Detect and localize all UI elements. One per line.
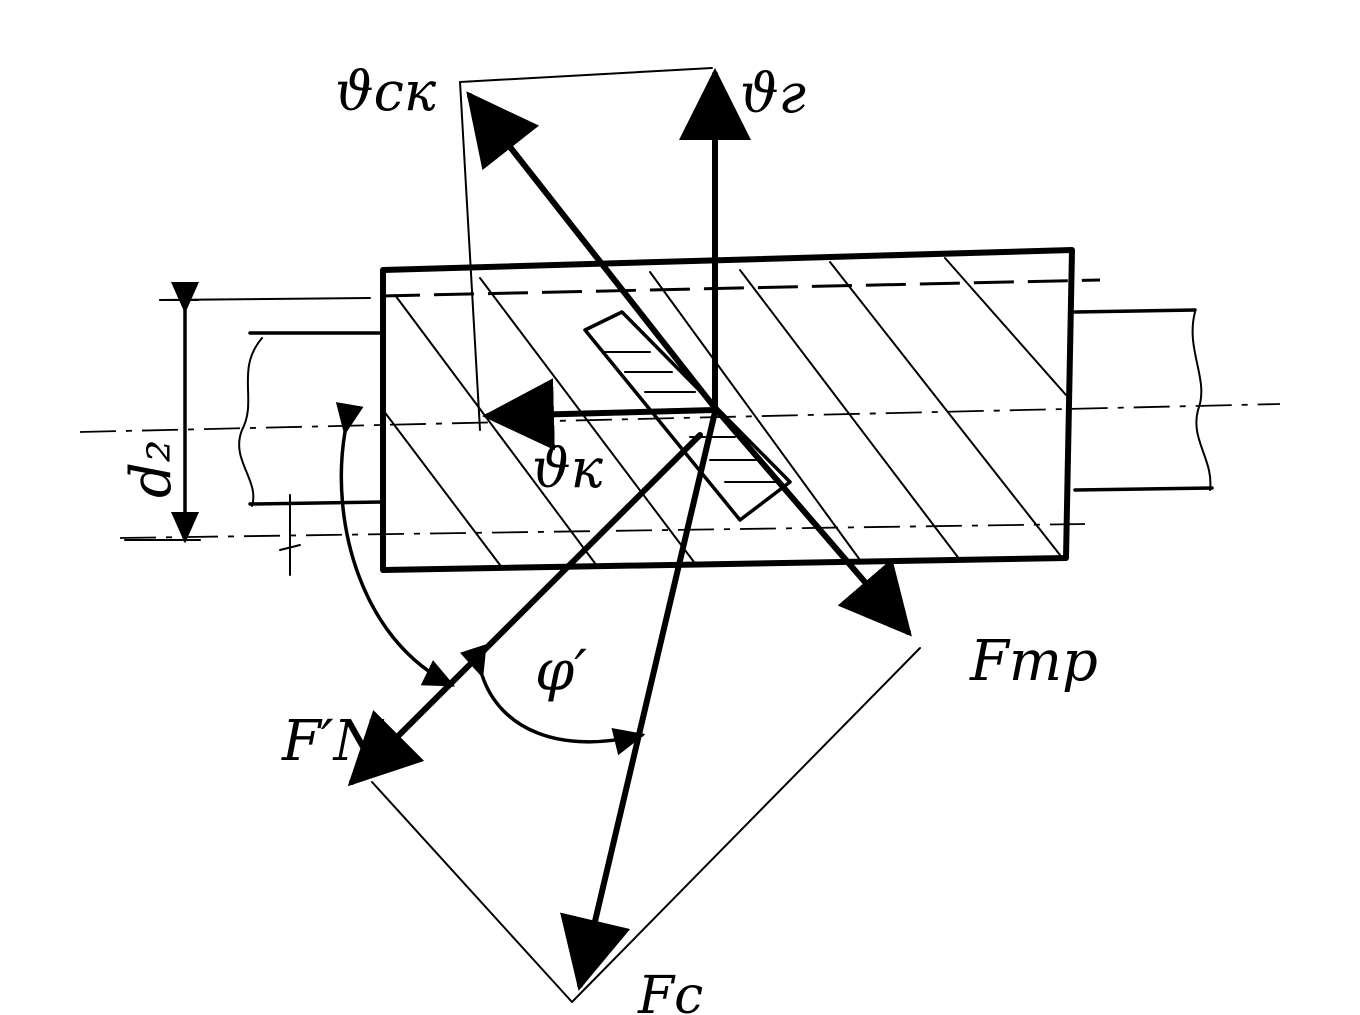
label-v-k: ϑк: [532, 437, 604, 500]
label-v-sk: ϑск: [335, 60, 437, 123]
label-d2: d₂: [119, 440, 184, 498]
dimension-d2: [124, 282, 301, 576]
v-sk-vector: [466, 91, 718, 411]
f-n-vector: [347, 432, 703, 787]
force-parallelogram: [371, 647, 921, 1003]
nut-body: [380, 247, 1075, 573]
label-v-g: ϑг: [740, 62, 806, 125]
f-tr-vector: [712, 405, 912, 637]
velocity-parallelogram: [459, 67, 713, 431]
label-f-tr: Fтр: [969, 629, 1098, 694]
nut-hatching: [383, 257, 1067, 570]
label-f-n: F′N: [281, 709, 385, 774]
label-f-c: Fc: [637, 966, 703, 1015]
angle-arcs: [335, 402, 646, 756]
screw-shaft: [238, 308, 1214, 507]
v-k-vector: [482, 378, 718, 451]
f-c-vector: [560, 409, 718, 991]
thread-tooth: [583, 310, 792, 522]
label-phi: φ′: [535, 639, 587, 704]
